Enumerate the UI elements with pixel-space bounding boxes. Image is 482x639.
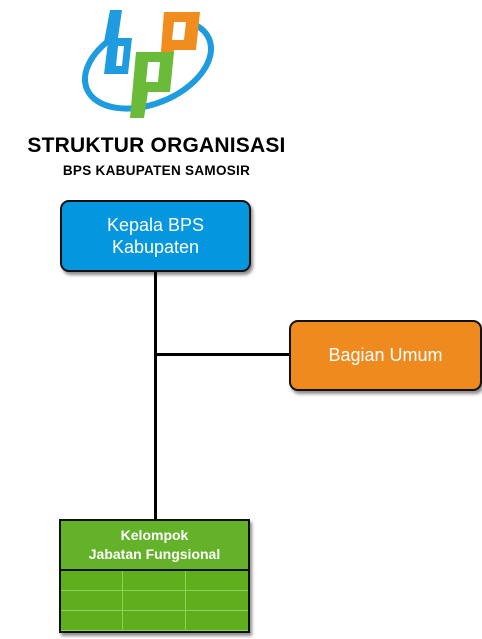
general-affairs-box[interactable]: Bagian Umum bbox=[289, 320, 482, 391]
functional-group-box[interactable]: Kelompok Jabatan Fungsional bbox=[59, 519, 250, 633]
functional-group-line1: Kelompok bbox=[120, 527, 189, 543]
page-subtitle: BPS KABUPATEN SAMOSIR bbox=[62, 163, 251, 178]
page-title: STRUKTUR ORGANISASI bbox=[27, 134, 286, 157]
vertical-connector bbox=[154, 272, 157, 519]
grid-cell bbox=[123, 611, 186, 631]
grid-cell bbox=[185, 571, 248, 591]
grid-cell bbox=[61, 611, 124, 631]
horizontal-connector bbox=[154, 353, 290, 356]
functional-group-line2: Jabatan Fungsional bbox=[88, 546, 221, 562]
grid-cell bbox=[61, 571, 124, 591]
grid-cell bbox=[61, 591, 124, 611]
functional-group-header: Kelompok Jabatan Fungsional bbox=[61, 521, 248, 571]
general-affairs-label: Bagian Umum bbox=[328, 345, 443, 365]
grid-cell bbox=[185, 591, 248, 611]
functional-group-grid bbox=[61, 571, 248, 631]
head-box-line1: Kepala BPS bbox=[106, 215, 205, 235]
grid-cell bbox=[185, 611, 248, 631]
bps-logo-icon bbox=[81, 10, 215, 118]
grid-cell bbox=[123, 591, 186, 611]
grid-cell bbox=[123, 571, 186, 591]
head-box-line2: Kabupaten bbox=[111, 237, 200, 257]
head-of-bps-box[interactable]: Kepala BPS Kabupaten bbox=[60, 200, 251, 272]
